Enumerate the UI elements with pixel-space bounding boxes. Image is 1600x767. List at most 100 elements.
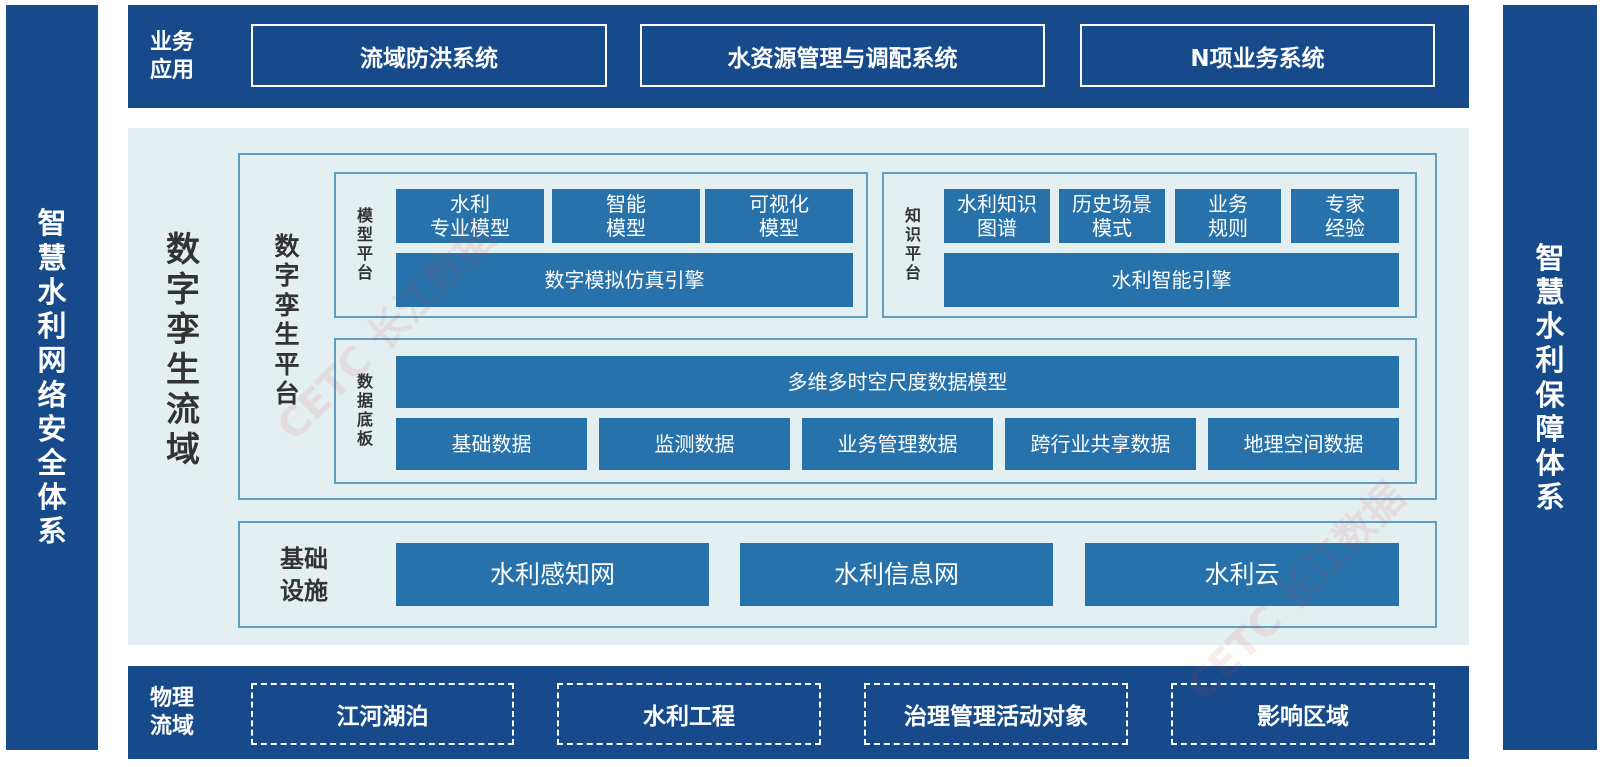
data-board-label: 数 据 底 板 [350, 352, 380, 470]
pillar-char: 系 [1535, 480, 1565, 515]
physical-affected-areas[interactable]: 影响区域 [1171, 683, 1435, 745]
business-app-band [128, 5, 1469, 108]
data-label: 基础数据 [451, 432, 532, 456]
pillar-char: 智 [1535, 240, 1565, 275]
infra-water-cloud[interactable]: 水利云 [1085, 543, 1399, 606]
app-label: N项业务系统 [1190, 45, 1325, 72]
label-char: 板 [356, 428, 373, 448]
title-char: 孪 [274, 290, 300, 320]
label-char: 底 [356, 410, 373, 429]
pillar-char: 利 [1535, 343, 1565, 378]
knowledge-platform-label: 知 识 平 台 [898, 186, 928, 304]
label-char: 型 [356, 225, 373, 245]
knowledge-graph[interactable]: 水利知识 图谱 [944, 189, 1050, 243]
pillar-char: 慧 [1535, 274, 1565, 309]
multi-scale-data-model[interactable]: 多维多时空尺度数据模型 [396, 356, 1399, 408]
title-char: 流 [166, 390, 200, 431]
data-label: 地理空间数据 [1243, 432, 1364, 456]
historical-scenario[interactable]: 历史场景 模式 [1059, 189, 1165, 243]
block-line: 图谱 [977, 216, 1017, 240]
label-char: 台 [356, 262, 373, 282]
title-char: 数 [166, 229, 200, 270]
expert-experience[interactable]: 专家 经验 [1291, 189, 1399, 243]
pillar-char: 保 [1535, 377, 1565, 412]
title-char: 域 [166, 430, 200, 471]
label-char: 平 [356, 244, 373, 263]
engine-label: 数字模拟仿真引擎 [544, 268, 705, 292]
physical-item-label: 水利工程 [643, 704, 735, 730]
label-line: 应用 [150, 57, 195, 83]
block-line: 可视化 [749, 192, 809, 216]
app-label: 水资源管理与调配系统 [727, 45, 958, 72]
physical-water-projects[interactable]: 水利工程 [557, 683, 821, 745]
app-water-resources[interactable]: 水资源管理与调配系统 [640, 24, 1045, 87]
model-label: 多维多时空尺度数据模型 [787, 370, 1008, 394]
block-line: 专业模型 [430, 216, 510, 240]
model-water-professional[interactable]: 水利 专业模型 [396, 189, 544, 243]
pillar-char: 利 [37, 309, 67, 344]
title-char: 平 [274, 349, 300, 379]
block-line: 专家 [1325, 192, 1365, 216]
infra-information-network[interactable]: 水利信息网 [740, 543, 1053, 606]
block-line: 业务 [1208, 192, 1248, 216]
data-label: 业务管理数据 [837, 432, 958, 456]
block-line: 模型 [606, 216, 646, 240]
data-cross-industry[interactable]: 跨行业共享数据 [1005, 418, 1196, 470]
infrastructure-label: 基础 设施 [280, 530, 350, 620]
label-line: 流域 [150, 713, 195, 739]
physical-item-label: 影响区域 [1257, 704, 1349, 730]
app-n-business[interactable]: N项业务系统 [1080, 24, 1435, 87]
data-business-management[interactable]: 业务管理数据 [802, 418, 993, 470]
label-char: 数 [356, 372, 373, 392]
title-char: 数 [274, 231, 300, 261]
business-app-label: 业务 应用 [150, 5, 230, 108]
title-char: 生 [166, 350, 200, 390]
infra-sensing-network[interactable]: 水利感知网 [396, 543, 709, 606]
block-line: 水利知识 [957, 192, 1037, 216]
data-label: 跨行业共享数据 [1030, 432, 1171, 456]
engine-label: 水利智能引擎 [1111, 268, 1232, 292]
label-char: 模 [356, 206, 373, 226]
label-char: 据 [356, 391, 373, 411]
label-line: 业务 [150, 30, 195, 55]
block-line: 经验 [1325, 216, 1365, 240]
data-monitoring[interactable]: 监测数据 [599, 418, 790, 470]
business-rules[interactable]: 业务 规则 [1175, 189, 1281, 243]
label-line: 物理 [150, 686, 195, 711]
pillar-char: 慧 [37, 240, 67, 275]
title-char: 字 [166, 269, 200, 310]
title-char: 台 [274, 379, 300, 408]
pillar-char: 水 [1535, 309, 1565, 344]
block-line: 水利 [450, 192, 490, 216]
model-platform-label: 模 型 平 台 [350, 186, 380, 304]
title-char: 字 [274, 261, 300, 290]
label-char: 台 [904, 262, 921, 282]
pillar-char: 系 [37, 514, 67, 549]
pillar-char: 体 [1535, 445, 1565, 480]
title-char: 孪 [166, 309, 200, 350]
label-char: 识 [904, 225, 921, 245]
pillar-char: 智 [37, 206, 67, 241]
model-visualization[interactable]: 可视化 模型 [705, 189, 853, 243]
physical-item-label: 江河湖泊 [336, 704, 429, 730]
data-basic[interactable]: 基础数据 [396, 418, 587, 470]
intelligent-engine[interactable]: 水利智能引擎 [944, 253, 1399, 307]
digital-twin-basin-title: 数 字 孪 生 流 域 [148, 200, 218, 500]
block-line: 历史场景 [1072, 192, 1152, 216]
simulation-engine[interactable]: 数字模拟仿真引擎 [396, 253, 853, 307]
label-char: 知 [904, 206, 921, 226]
pillar-char: 全 [37, 445, 67, 480]
block-line: 模式 [1092, 216, 1132, 240]
app-label: 流域防洪系统 [360, 45, 498, 72]
network-security-system-pillar: 智 慧 水 利 网 络 安 全 体 系 [6, 5, 98, 750]
pillar-char: 障 [1535, 411, 1565, 446]
twin-platform-title: 数 字 孪 生 平 台 [262, 200, 312, 440]
physical-item-label: 治理管理活动对象 [904, 704, 1088, 730]
infra-item-label: 水利感知网 [489, 559, 615, 589]
physical-rivers-lakes[interactable]: 江河湖泊 [251, 683, 514, 745]
label-line: 设施 [280, 577, 328, 605]
data-geospatial[interactable]: 地理空间数据 [1208, 418, 1399, 470]
physical-governance-objects[interactable]: 治理管理活动对象 [864, 683, 1128, 745]
model-intelligent[interactable]: 智能 模型 [552, 189, 700, 243]
app-flood-control[interactable]: 流域防洪系统 [251, 24, 607, 87]
